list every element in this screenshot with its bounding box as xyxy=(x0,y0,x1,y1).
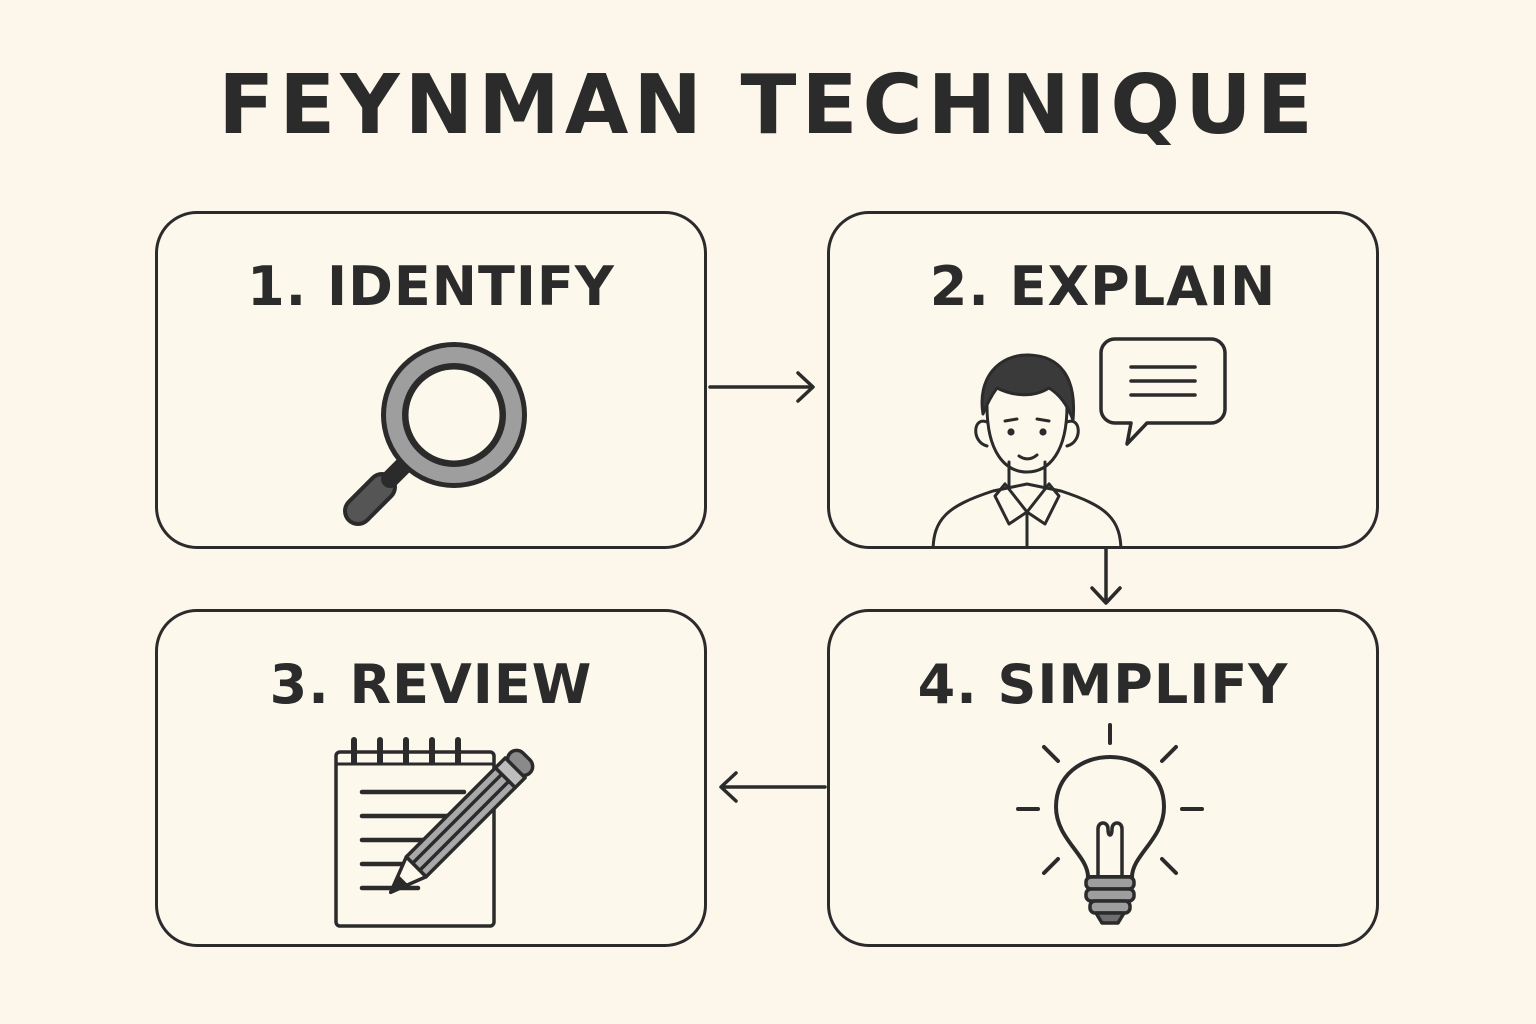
magnifying-glass-icon xyxy=(343,342,527,526)
lightbulb-icon xyxy=(1016,723,1204,925)
arrow-explain-to-simplify xyxy=(1090,547,1122,605)
arrow-identify-to-explain xyxy=(708,371,815,403)
step-identify-box: 1. IDENTIFY xyxy=(155,211,707,549)
step-review-box: 3. REVIEW xyxy=(155,609,707,947)
step-review-label: 3. REVIEW xyxy=(269,653,593,716)
step-simplify-box: 4. SIMPLIFY xyxy=(827,609,1379,947)
notepad-pencil-icon xyxy=(334,737,535,928)
page-title: FEYNMAN TECHNIQUE xyxy=(218,58,1318,153)
arrow-simplify-to-review xyxy=(719,771,827,803)
person-speech-bubble-icon xyxy=(931,337,1227,546)
step-explain-box: 2. EXPLAIN xyxy=(827,211,1379,549)
step-identify-label: 1. IDENTIFY xyxy=(247,255,615,318)
step-explain-label: 2. EXPLAIN xyxy=(929,255,1277,318)
step-simplify-label: 4. SIMPLIFY xyxy=(917,653,1289,716)
